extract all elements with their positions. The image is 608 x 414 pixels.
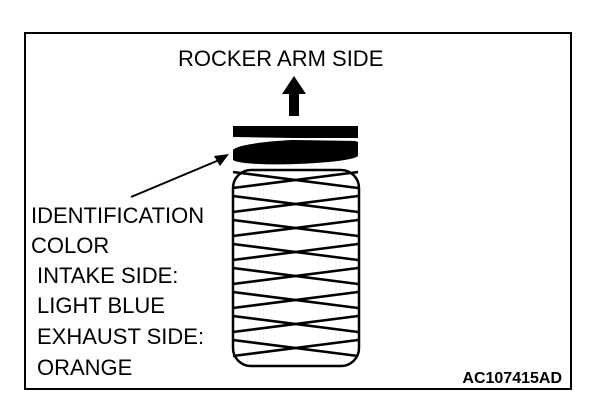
exhaust-color-value: ORANGE (37, 355, 133, 380)
identification-label: IDENTIFICATION (31, 203, 205, 228)
exhaust-side-label: EXHAUST SIDE: (37, 324, 205, 349)
intake-side-label: INTAKE SIDE: (37, 263, 179, 288)
intake-color-value: LIGHT BLUE (37, 293, 165, 318)
arrow-up-icon (282, 76, 306, 116)
leader-arrow (130, 154, 229, 198)
spring-coils (231, 168, 361, 368)
diagram-frame (24, 32, 572, 390)
figure-code: AC107415AD (462, 370, 562, 387)
spring-identification-band (232, 126, 359, 165)
color-label: COLOR (31, 233, 110, 258)
rocker-arm-side-label: ROCKER ARM SIDE (178, 46, 384, 71)
